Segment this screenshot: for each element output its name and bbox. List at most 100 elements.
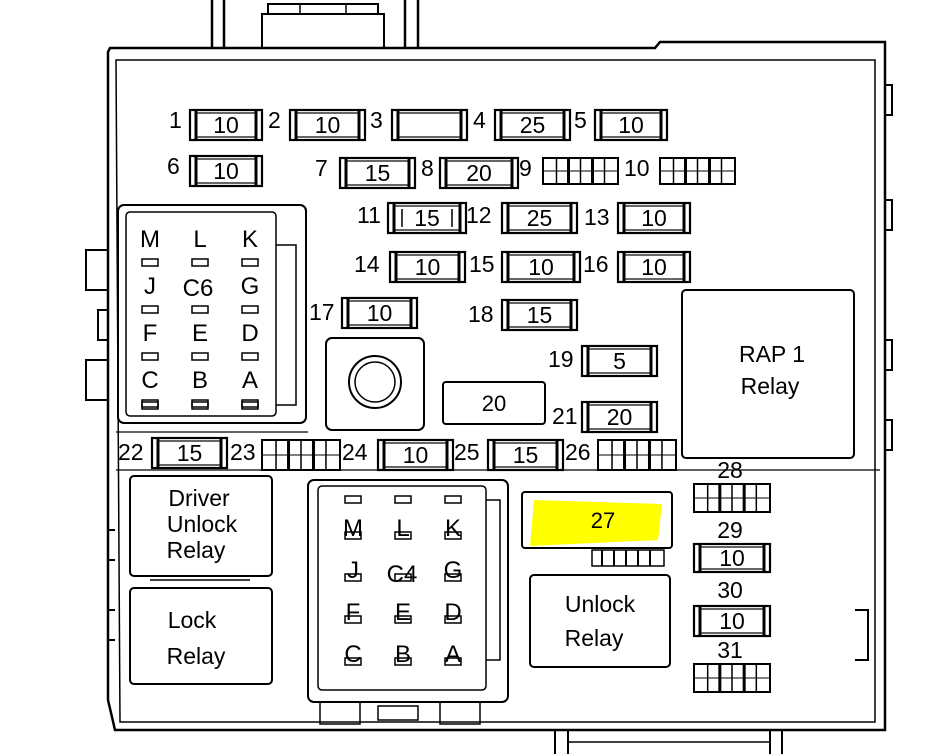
pin-socket — [141, 305, 159, 314]
pin-socket — [444, 495, 462, 504]
fuse-rating: 10 — [618, 112, 644, 138]
relay-unlock-line2: Relay — [565, 625, 624, 651]
highlight-mark — [530, 500, 662, 546]
pin-socket — [241, 399, 259, 408]
pin-socket — [394, 615, 412, 624]
fuse-body — [500, 201, 579, 235]
pin-label: A — [242, 367, 258, 394]
fuse-number-label: 26 — [565, 439, 591, 465]
pin-label: B — [192, 367, 208, 394]
fuse-24: 24 10 — [342, 438, 455, 472]
fuse-27: 27 — [521, 491, 673, 567]
fuse-number-label: 7 — [315, 155, 328, 181]
pin-socket — [191, 352, 209, 361]
pin-label: D — [444, 599, 461, 626]
fuse-number-label: 30 — [717, 577, 743, 603]
pin-socket — [141, 401, 159, 410]
fuse-number-label: 25 — [454, 439, 480, 465]
pin-socket — [344, 495, 362, 504]
pin-socket — [344, 657, 362, 666]
fuse-number-label: 6 — [167, 153, 180, 179]
pin-label: J — [347, 557, 359, 584]
fuse-rating: 10 — [315, 112, 341, 138]
pin-socket — [394, 657, 412, 666]
fuse-body — [438, 156, 520, 190]
pin-label: E — [192, 320, 208, 347]
fuse-number-label: 24 — [342, 439, 368, 465]
pin-label: C — [141, 367, 158, 394]
fuse-body — [692, 542, 772, 574]
relay-driver-unlock-line1: Driver — [168, 485, 230, 511]
relay-driver-unlock-line2: Unlock — [167, 511, 238, 537]
pin-socket — [344, 531, 362, 540]
fuse-rating: 10 — [213, 158, 239, 184]
pin-label: A — [445, 641, 461, 668]
fuse-rating: 15 — [414, 205, 440, 231]
fuse-rating: 15 — [365, 160, 391, 186]
pin-socket — [444, 657, 462, 666]
pin-label: B — [395, 641, 411, 668]
fuse-number-label: 13 — [584, 204, 610, 230]
fuse-rating: 15 — [177, 440, 203, 466]
pin-label: E — [395, 599, 411, 626]
pin-label: F — [143, 320, 158, 347]
fuse-number-label: 31 — [717, 637, 743, 663]
fuse-number-label: 14 — [354, 251, 380, 277]
pin-label: D — [241, 320, 258, 347]
relay-rap1-line2: Relay — [741, 373, 800, 399]
fuse-body — [150, 436, 229, 470]
fuse-inner — [397, 112, 462, 138]
pin-label: G — [444, 557, 463, 584]
fuse-number-label: 8 — [421, 155, 434, 181]
fuse-31: 31 — [693, 637, 771, 693]
fuse-number-label: 15 — [469, 251, 495, 277]
fuse-body — [288, 108, 367, 142]
fuse-number-label: 3 — [370, 107, 383, 133]
fuse-number-label: 2 — [268, 107, 281, 133]
pin-socket — [394, 573, 412, 582]
pin-socket — [191, 258, 209, 267]
fuse-rating: 10 — [641, 254, 667, 280]
pin-socket — [141, 258, 159, 267]
fuse-number-label: 11 — [357, 202, 381, 228]
fuse-body — [188, 154, 264, 188]
relay-labels: RAP 1 Relay Driver Unlock Relay Lock Rel… — [167, 341, 805, 669]
fuse-rating: 15 — [527, 302, 553, 328]
fuse-body — [442, 381, 546, 425]
fuse-number-label: 18 — [468, 301, 494, 327]
pin-label: M — [343, 515, 363, 542]
fuse-number-label: 23 — [230, 439, 256, 465]
pin-label: J — [144, 273, 156, 300]
fuse-body — [580, 400, 659, 434]
fuse-2: 2 10 — [268, 107, 367, 142]
fuse-body — [692, 604, 772, 638]
relay-driver-unlock-line3: Relay — [167, 537, 226, 563]
relay-lock-line2: Relay — [167, 643, 226, 669]
fuse-rating: 10 — [403, 442, 429, 468]
fuse-number-label: 5 — [574, 107, 587, 133]
fuse-number-label: 1 — [169, 107, 182, 133]
fuse-body — [338, 156, 417, 190]
fuse-body — [580, 344, 659, 378]
pin-socket — [444, 531, 462, 540]
pin-socket — [444, 573, 462, 582]
pin-socket — [394, 531, 412, 540]
pin-socket — [141, 399, 159, 408]
fuse-body — [616, 250, 692, 284]
fuse-body — [376, 438, 455, 472]
pin-socket — [191, 305, 209, 314]
pin-socket — [241, 352, 259, 361]
fuse-terminal-strip — [591, 549, 665, 567]
